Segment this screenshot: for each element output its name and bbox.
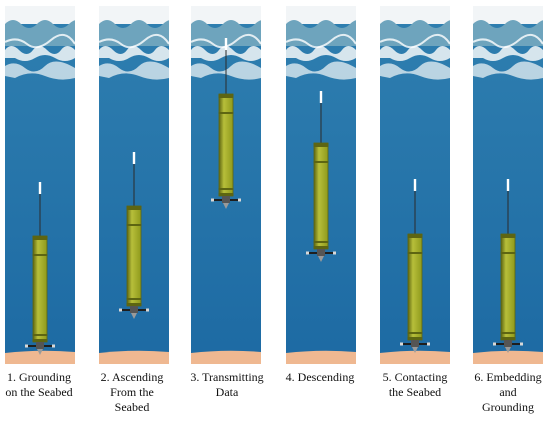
- waves-icon: [5, 20, 75, 80]
- probe-icon: [493, 179, 523, 353]
- stage-panel-1: [5, 6, 75, 364]
- probe-icon: [400, 179, 430, 353]
- stage-caption-3: 3. Transmitting Data: [190, 370, 264, 399]
- antenna-icon: [319, 91, 323, 143]
- stage-illustration: [473, 6, 543, 364]
- seabed-icon: [5, 350, 75, 364]
- seabed-icon: [191, 350, 261, 364]
- antenna-icon: [413, 179, 417, 234]
- sky: [99, 6, 169, 24]
- stage-panel-4: [286, 6, 356, 364]
- stage-caption-5: 5. Contacting the Seabed: [382, 370, 448, 399]
- stage-illustration: [99, 6, 169, 364]
- sky: [286, 6, 356, 24]
- waves-icon: [473, 20, 543, 80]
- antenna-icon: [132, 152, 136, 206]
- waves-icon: [99, 20, 169, 80]
- stage-caption-4: 4. Descending: [285, 370, 355, 384]
- stage-panel-5: [380, 6, 450, 364]
- sky: [191, 6, 261, 24]
- stage-panel-6: [473, 6, 543, 364]
- antenna-icon: [506, 179, 510, 234]
- seabed-icon: [99, 350, 169, 364]
- probe-icon: [25, 182, 55, 355]
- stage-illustration: [286, 6, 356, 364]
- antenna-icon: [38, 182, 42, 236]
- seabed-icon: [286, 350, 356, 364]
- stage-panel-3: [191, 6, 261, 364]
- waves-icon: [286, 20, 356, 80]
- sky: [473, 6, 543, 24]
- probe-icon: [119, 152, 149, 319]
- stage-illustration: [191, 6, 261, 364]
- seabed-icon: [380, 350, 450, 364]
- stage-illustration: [5, 6, 75, 364]
- waves-icon: [380, 20, 450, 80]
- sky: [5, 6, 75, 24]
- stage-illustration: [380, 6, 450, 364]
- stage-panel-2: [99, 6, 169, 364]
- probe-icon: [211, 38, 241, 209]
- stage-caption-1: 1. Grounding on the Seabed: [5, 370, 73, 399]
- stage-caption-2: 2. Ascending From the Seabed: [100, 370, 164, 414]
- antenna-icon: [224, 38, 228, 94]
- seabed-icon: [473, 350, 543, 364]
- probe-icon: [306, 91, 336, 262]
- sky: [380, 6, 450, 24]
- stage-caption-6: 6. Embedding and Grounding: [474, 370, 542, 414]
